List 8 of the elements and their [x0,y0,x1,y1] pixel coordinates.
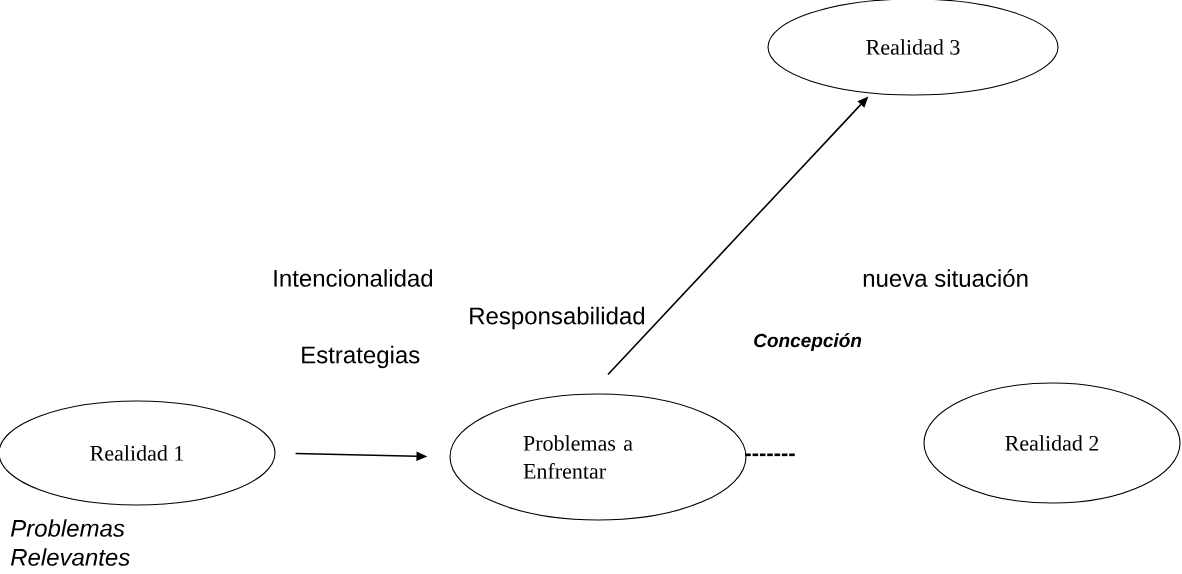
label-text: Intencionalidad [274,269,433,287]
caption-text: Problemas Relevantes [10,519,130,566]
dashes-text: ------- [745,453,795,457]
ellipse-node: Realidad 2 [923,382,1181,504]
label-text: Estrategias [302,345,420,369]
label-text: Concepción [754,333,862,351]
label-text: nueva situación [863,269,1028,287]
label-text: Responsabilidad [470,306,645,330]
